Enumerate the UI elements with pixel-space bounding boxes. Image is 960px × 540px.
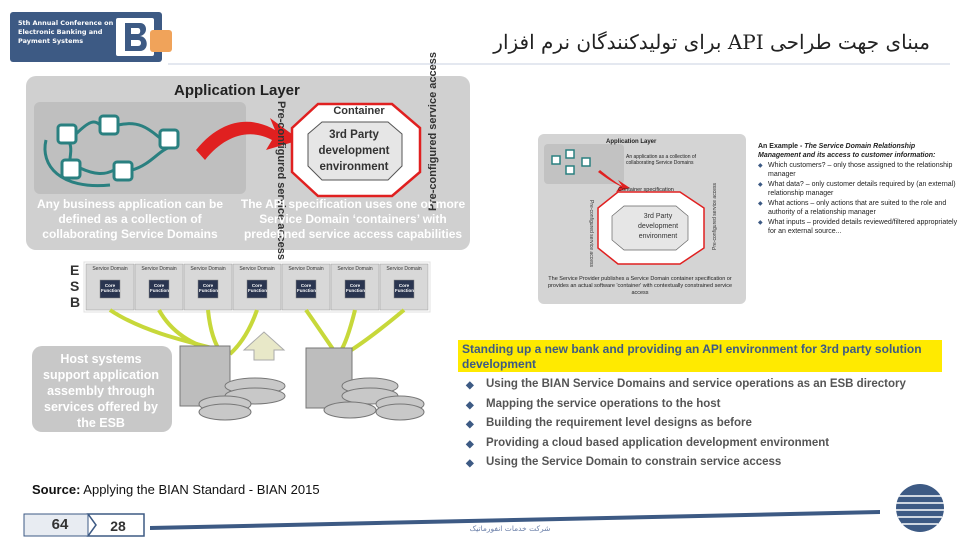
example-item: What data? – only customer details requi… [758,181,958,198]
service-domain-label: Service Domain [239,266,275,272]
dev-env-octagon [307,121,403,181]
caption-left: Any business application can be defined … [36,197,224,241]
highlight-text: Standing up a new bank and providing an … [462,342,922,371]
domain-links [43,120,169,188]
footer-rule [150,510,880,530]
diamond-bullet-icon: ◆ [466,380,474,391]
diamond-bullet-icon: ◆ [466,399,474,411]
company-name: شرکت خدمات انفورماتیک [469,524,551,533]
core-function-label: Core Function [101,283,120,293]
page-title: مبنای جهت طراحی API برای تولیدکنندگان نر… [493,30,930,54]
bullet-item: ◆Using the BIAN Service Domains and serv… [466,378,906,391]
host-systems-text: Host systems support application assembl… [43,352,159,430]
conference-logo-text: 5th Annual Conference on Electronic Bank… [18,19,114,45]
service-domain-label: Service Domain [92,266,128,272]
source-citation: Source: Applying the BIAN Standard - BIA… [32,482,320,497]
footer-logo-icon [896,484,944,532]
small-collab-note: An application as a collection of collab… [626,154,697,166]
core-function-label: Core Function [248,283,267,293]
container-label: Container [333,105,385,117]
bank-logo-icon [116,18,154,56]
core-function-chips [99,279,415,299]
esb-letter-b: B [70,294,81,310]
example-item: Which customers? – only those assigned t… [758,162,958,179]
small-diagram-caption: The Service Provider publishes a Service… [548,276,733,296]
host-text-box [32,346,172,432]
esb-letter-e: E [70,262,80,278]
core-function-label: Core Function [346,283,365,293]
preconfig-right-label: Pre-configured service access [427,52,439,211]
bullet-item: ◆Building the requirement level designs … [466,417,752,431]
service-domain-label: Service Domain [141,266,177,272]
esb-letter-s: S [70,278,80,294]
preconfig-left-label: Pre-configured service access [275,101,287,260]
bullet-list: ◆Using the BIAN Service Domains and serv… [466,377,956,475]
bullet-item: ◆Mapping the service operations to the h… [466,397,721,411]
dev-env-label: 3rd Party development environment [318,129,390,173]
small-dev-env: 3rd Party development environment [637,213,679,240]
core-function-label: Core Function [150,283,169,293]
database-cylinders [198,377,425,421]
orange-square-icon [150,30,172,52]
caption-right: The API specification uses one or more S… [240,197,466,241]
example-item: What inputs – provided details reviewed/… [758,219,958,236]
bullet-item: ◆Providing a cloud based application dev… [466,436,830,450]
service-domain-label: Service Domain [337,266,373,272]
page-num-box [23,513,89,537]
highlight-bar [458,340,942,372]
conference-logo: 5th Annual Conference on Electronic Bank… [10,12,162,62]
red-arrow [196,118,300,160]
core-function-label: Core Function [395,283,414,293]
diamond-bullet-icon: ◆ [466,419,474,431]
example-item: What actions – only actions that are sui… [758,200,958,217]
service-domain-label: Service Domain [386,266,422,272]
sub-page-number: 28 [110,518,126,534]
up-arrow [242,331,286,361]
core-function-label: Core Function [199,283,218,293]
page-number: 64 [51,516,69,533]
example-heading: An Example - The Service Domain Relation… [758,143,936,159]
small-preconfig-right: Pre-configured service access [712,183,718,250]
diamond-bullet-icon: ◆ [466,438,474,450]
small-app-layer-title: Application Layer [606,139,657,145]
service-domain-label: Service Domain [190,266,226,272]
small-preconfig-left: Pre-configured service access [588,200,594,267]
bullet-item: ◆Using the Service Domain to constrain s… [466,456,782,470]
app-layer-title: Application Layer [174,82,300,99]
page-sub-box [86,513,145,537]
example-panel: An Example - The Service Domain Relation… [758,143,958,238]
diamond-bullet-icon: ◆ [466,458,474,470]
service-domain-label: Service Domain [288,266,324,272]
example-list: Which customers? – only those assigned t… [758,162,958,236]
small-container-spec: Container specification [618,187,674,193]
core-function-label: Core Function [297,283,316,293]
host-servers [179,345,353,409]
